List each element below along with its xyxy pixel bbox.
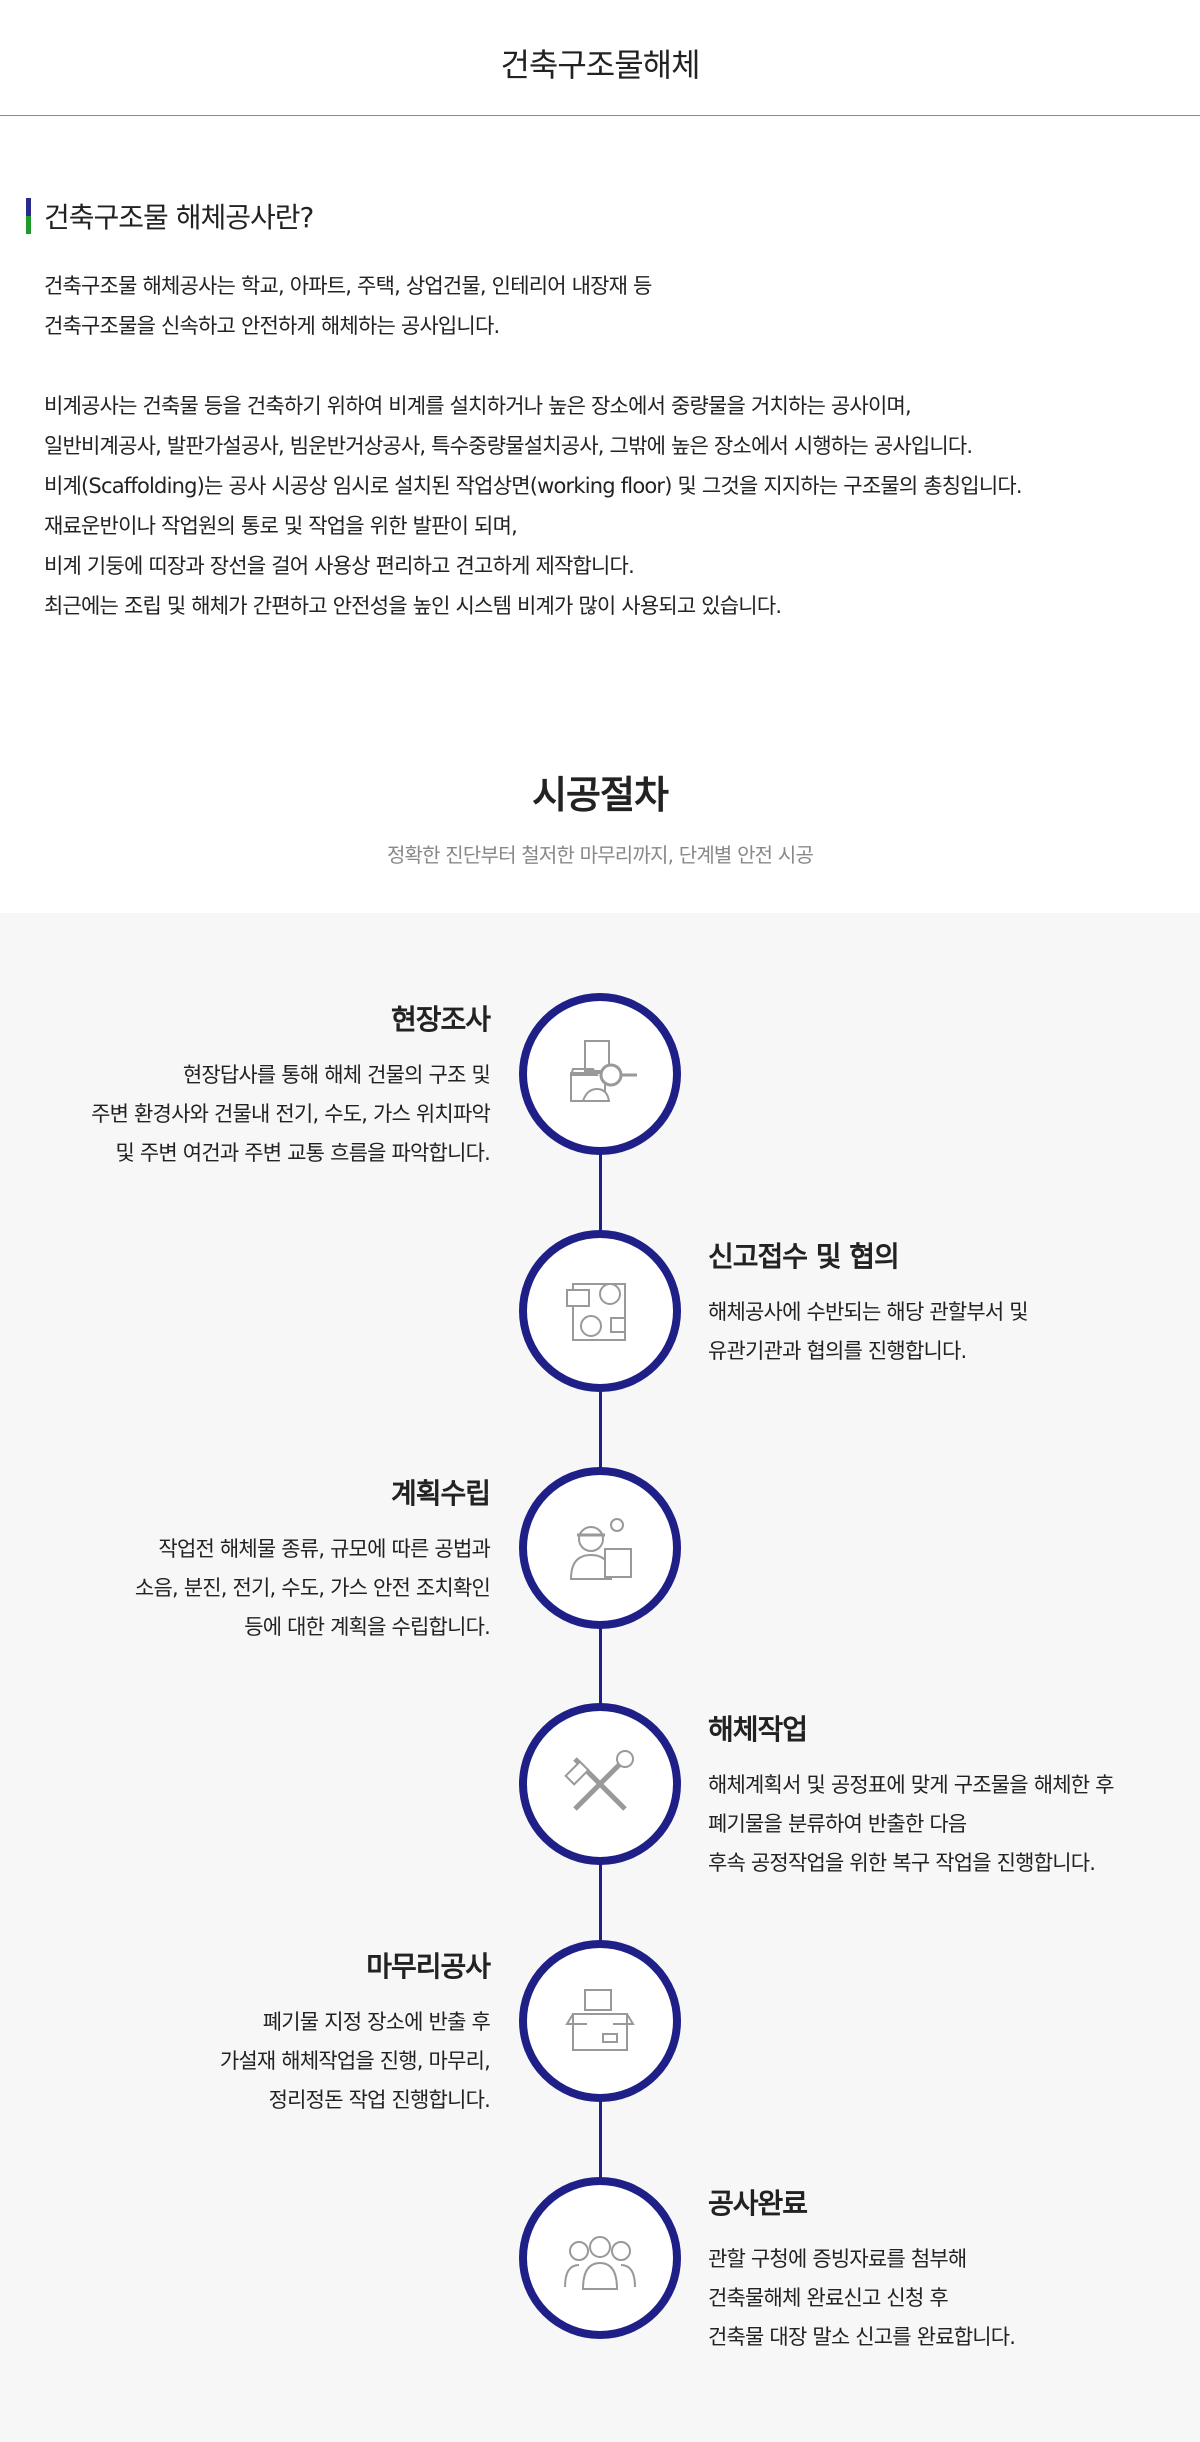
tools-icon bbox=[564, 1750, 634, 1811]
step-description-line: 소음, 분진, 전기, 수도, 가스 안전 조치확인 bbox=[134, 1576, 491, 1600]
intro-line: 비계 기둥에 띠장과 장선을 걸어 사용상 편리하고 견고하게 제작합니다. bbox=[44, 554, 635, 578]
intro-line: 건축구조물을 신속하고 안전하게 해체하는 공사입니다. bbox=[44, 314, 500, 338]
step-title: 계획수립 bbox=[390, 1477, 491, 1510]
planning-icon bbox=[569, 1518, 632, 1580]
timeline-line bbox=[599, 1074, 602, 2258]
step-circle bbox=[519, 1703, 681, 1865]
step-circle bbox=[519, 2177, 681, 2339]
workers-icon bbox=[564, 2236, 636, 2290]
intro-line: 비계(Scaffolding)는 공사 시공상 임시로 설치된 작업상면(wor… bbox=[44, 474, 1023, 498]
process-title: 시공절차 bbox=[532, 773, 669, 817]
intro-line: 최근에는 조립 및 해체가 간편하고 안전성을 높인 시스템 비계가 많이 사용… bbox=[44, 594, 782, 618]
step-description-line: 해체계획서 및 공정표에 맞게 구조물을 해체한 후 bbox=[708, 1773, 1114, 1797]
intro-section: 건축구조물 해체공사란? 건축구조물 해체공사는 학교, 아파트, 주택, 상업… bbox=[26, 196, 1023, 626]
process-subtitle: 정확한 진단부터 철저한 마무리까지, 단계별 안전 시공 bbox=[386, 843, 814, 867]
step-circle bbox=[519, 1230, 681, 1392]
intro-line: 재료운반이나 작업원의 통로 및 작업을 위한 발판이 되며, bbox=[44, 514, 518, 538]
step-description-line: 관할 구청에 증빙자료를 첨부해 bbox=[708, 2247, 967, 2271]
step-title: 공사완료 bbox=[708, 2187, 808, 2220]
step-circle bbox=[519, 1467, 681, 1629]
intro-body: 건축구조물 해체공사는 학교, 아파트, 주택, 상업건물, 인테리어 내장재 … bbox=[26, 266, 1023, 626]
step-title: 마무리공사 bbox=[366, 1950, 491, 1983]
step-description-line: 주변 환경사와 건물내 전기, 수도, 가스 위치파악 bbox=[91, 1102, 491, 1126]
step-description-line: 폐기물 지정 장소에 반출 후 bbox=[262, 2010, 491, 2034]
step-description-line: 현장답사를 통해 해체 건물의 구조 및 bbox=[182, 1063, 491, 1087]
step-description-line: 건축물 대장 말소 신고를 완료합니다. bbox=[708, 2325, 1016, 2349]
step-title: 신고접수 및 협의 bbox=[708, 1240, 900, 1273]
page-title: 건축구조물해체 bbox=[500, 45, 700, 84]
step-description-line: 건축물해체 완료신고 신청 후 bbox=[708, 2286, 949, 2310]
page-header: 건축구조물해체 bbox=[0, 0, 1200, 116]
step-description-line: 등에 대한 계획을 수립합니다. bbox=[244, 1615, 491, 1639]
step-description-line: 후속 공정작업을 위한 복구 작업을 진행합니다. bbox=[708, 1851, 1096, 1875]
intro-line: 일반비계공사, 발판가설공사, 빔운반거상공사, 특수중량물설치공사, 그밖에 … bbox=[44, 434, 973, 458]
intro-heading: 건축구조물 해체공사란? bbox=[26, 196, 1022, 236]
step-description-line: 유관기관과 협의를 진행합니다. bbox=[708, 1339, 967, 1363]
boxes-icon bbox=[565, 1989, 635, 2051]
consultation-icon bbox=[566, 1283, 626, 1341]
intro-line: 건축구조물 해체공사는 학교, 아파트, 주택, 상업건물, 인테리어 내장재 … bbox=[44, 274, 652, 298]
step-title: 해체작업 bbox=[708, 1713, 808, 1746]
step-description-line: 가설재 해체작업을 진행, 마무리, bbox=[219, 2049, 491, 2073]
step-title: 현장조사 bbox=[390, 1003, 491, 1036]
step-description-line: 작업전 해체물 종류, 규모에 따른 공법과 bbox=[158, 1537, 490, 1561]
step-description-line: 폐기물을 분류하여 반출한 다음 bbox=[708, 1812, 967, 1836]
survey-icon bbox=[569, 1040, 637, 1102]
step-description-line: 정리정돈 작업 진행합니다. bbox=[268, 2088, 491, 2112]
process-header: 시공절차 정확한 진단부터 철저한 마무리까지, 단계별 안전 시공 bbox=[0, 764, 1200, 868]
step-circle bbox=[519, 1940, 681, 2102]
step-description-line: 및 주변 여건과 주변 교통 흐름을 파악합니다. bbox=[115, 1141, 491, 1165]
step-description-line: 해체공사에 수반되는 해당 관할부서 및 bbox=[708, 1300, 1029, 1324]
step-circle bbox=[519, 993, 681, 1155]
intro-line: 비계공사는 건축물 등을 건축하기 위하여 비계를 설치하거나 높은 장소에서 … bbox=[44, 394, 912, 418]
